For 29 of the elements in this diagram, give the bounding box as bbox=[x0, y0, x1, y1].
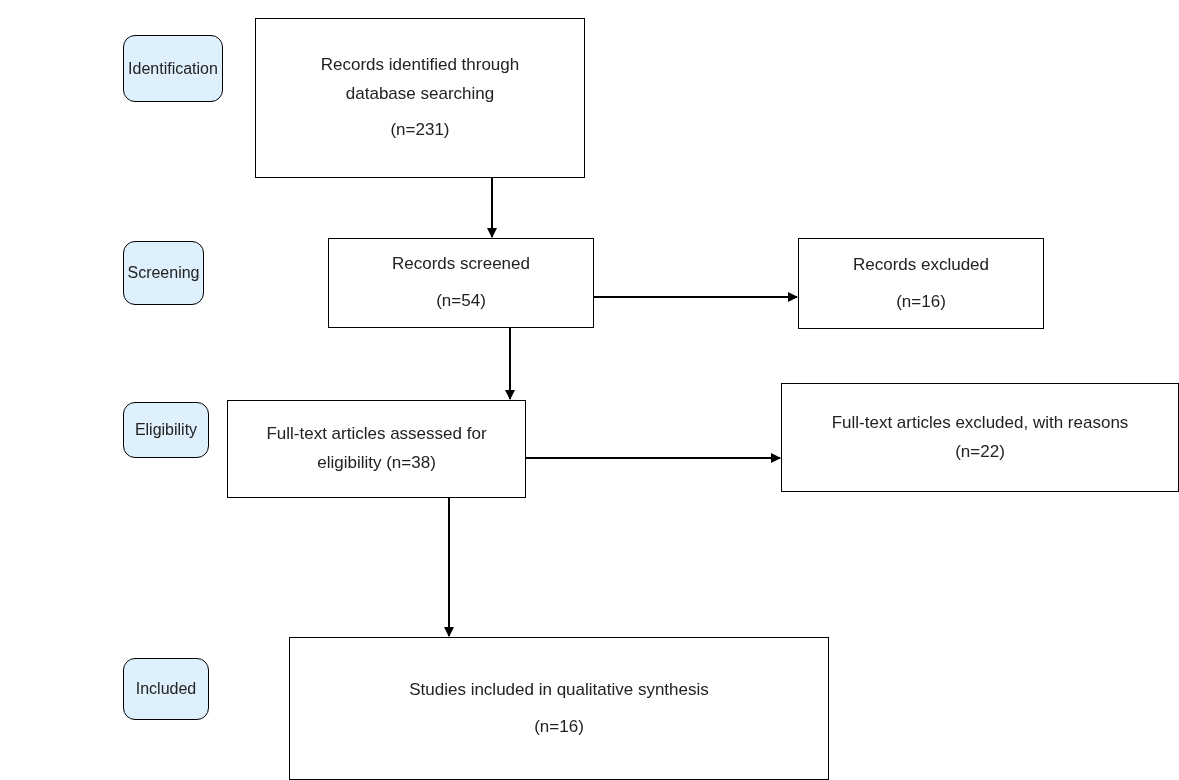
arrow bbox=[505, 327, 515, 400]
box-text: Studies included in qualitative synthesis bbox=[409, 678, 709, 701]
box-text: Full-text articles assessed for eligibility (n=38) bbox=[265, 423, 488, 474]
stage-label bbox=[123, 241, 204, 305]
box-text: Eligibility bbox=[134, 420, 198, 440]
process-box bbox=[227, 400, 526, 498]
box-text: Records excluded bbox=[852, 253, 990, 276]
arrow bbox=[487, 177, 497, 238]
process-box bbox=[289, 637, 829, 780]
stage-label bbox=[123, 35, 223, 102]
arrow bbox=[525, 453, 781, 463]
box-text: Records screened bbox=[392, 253, 530, 276]
box-text: Included bbox=[135, 679, 197, 699]
arrow bbox=[593, 292, 798, 302]
box-text: (n=54) bbox=[436, 290, 486, 312]
box-text: (n=231) bbox=[390, 119, 450, 142]
box-text: (n=16) bbox=[534, 715, 584, 738]
process-box bbox=[798, 238, 1044, 329]
stage-label bbox=[123, 402, 209, 458]
process-box bbox=[781, 383, 1179, 492]
box-text: Screening bbox=[127, 263, 200, 283]
box-text: Records identified through database searching bbox=[319, 53, 521, 105]
process-box bbox=[255, 18, 585, 178]
box-text: Identification bbox=[128, 58, 218, 79]
arrow bbox=[444, 497, 454, 637]
box-text: (n=16) bbox=[896, 290, 946, 313]
stage-label bbox=[123, 658, 209, 720]
process-box bbox=[328, 238, 594, 328]
box-text: Full-text articles excluded, with reasons (n=22) bbox=[830, 411, 1130, 463]
